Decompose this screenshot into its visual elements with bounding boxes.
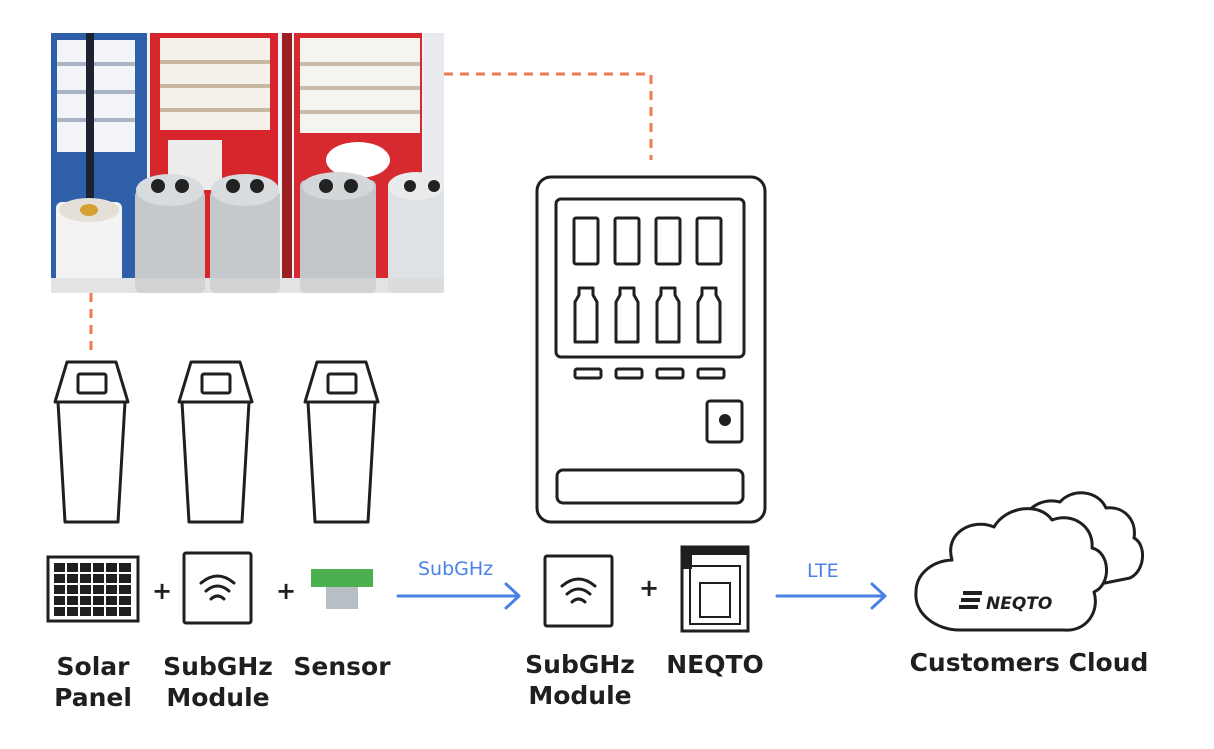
coin-slot-icon <box>719 414 731 426</box>
sensor-label-line: Sensor <box>293 652 391 681</box>
customers-cloud-label-line: Customers Cloud <box>909 648 1149 677</box>
subghz-module-left-label-line: Module <box>166 683 270 712</box>
neqto-label: NEQTO <box>660 649 770 680</box>
neqto-label-line: NEQTO <box>666 650 764 679</box>
subghz-link-label: SubGHz <box>418 558 494 580</box>
solar-panel-label-line: Panel <box>54 683 132 712</box>
lte-link-label: LTE <box>807 560 839 582</box>
plus-sign: + <box>152 577 173 605</box>
sensor-icon <box>311 569 373 609</box>
plus-sign: + <box>276 577 297 605</box>
solar-panel-label: Solar Panel <box>43 651 143 713</box>
solar-panel-icon <box>46 555 140 623</box>
cloud-logo-text: NEQTO <box>986 594 1052 614</box>
sensor-label: Sensor <box>282 651 402 682</box>
subghz-module-icon <box>182 551 253 625</box>
subghz-module-right-label-line: SubGHz <box>525 650 635 679</box>
customers-cloud-label: Customers Cloud <box>904 647 1154 678</box>
trash-bin-icon <box>177 360 254 524</box>
neqto-logo-icon <box>959 591 982 609</box>
subghz-module-icon <box>543 554 614 628</box>
trash-bin-icon <box>303 360 380 524</box>
plus-sign: + <box>639 574 660 602</box>
subghz-module-right-label-line: Module <box>528 681 632 710</box>
subghz-module-left-label-line: SubGHz <box>163 652 273 681</box>
neqto-device-icon <box>680 545 750 633</box>
vending-machine-icon <box>535 175 767 524</box>
subghz-module-right-label: SubGHz Module <box>510 649 650 711</box>
photo-to-vending-connector <box>444 72 653 160</box>
vending-machine-photo <box>51 33 444 293</box>
lte-arrow <box>775 582 887 610</box>
solar-panel-label-line: Solar <box>56 652 130 681</box>
trash-bin-icon <box>53 360 130 524</box>
subghz-arrow <box>396 582 521 610</box>
subghz-module-left-label: SubGHz Module <box>148 651 288 713</box>
